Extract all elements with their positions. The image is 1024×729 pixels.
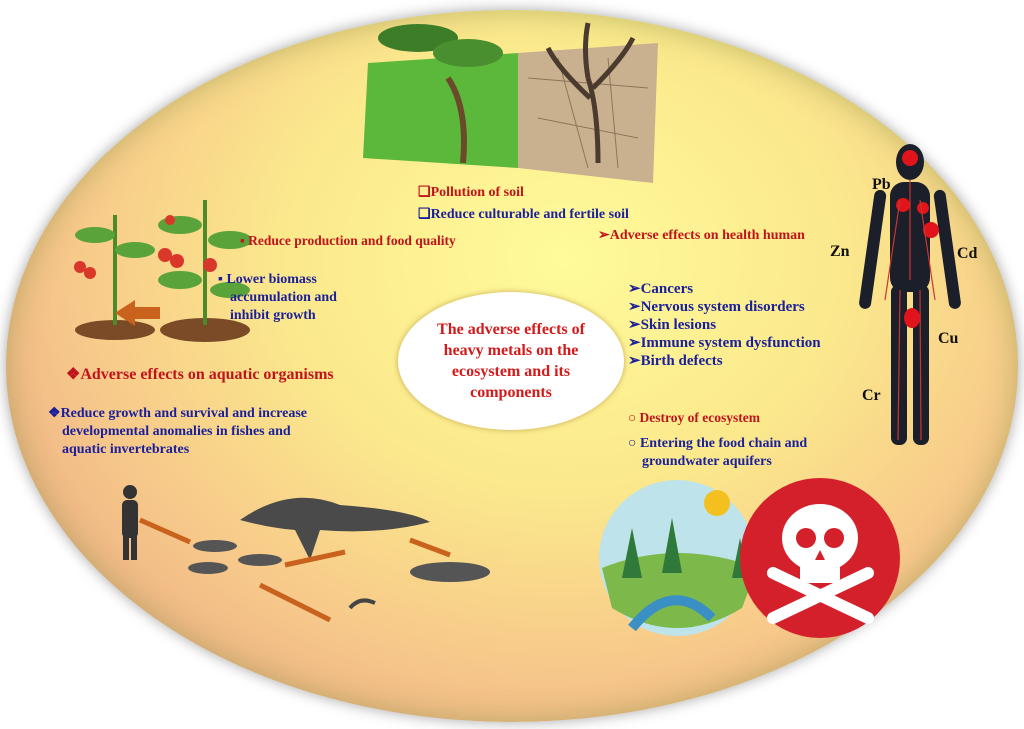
plant-production-item: ▪ Reduce production and food quality xyxy=(240,233,456,248)
skull-crossbones-icon xyxy=(740,478,900,638)
central-title: The adverse effects of heavy metals on t… xyxy=(398,292,624,430)
metal-label-zn: Zn xyxy=(830,243,850,260)
aquatic-heading: ❖Adverse effects on aquatic organisms xyxy=(66,366,334,383)
metal-label-pb: Pb xyxy=(872,176,891,193)
health-item: ➢Birth defects xyxy=(628,353,723,369)
health-item: ➢Cancers xyxy=(628,281,694,297)
metal-label-cu: Cu xyxy=(938,330,959,347)
human-body-image xyxy=(859,144,961,445)
ecosystem-destroy-item: ○ Destroy of ecosystem xyxy=(628,410,760,425)
health-item: ➢Immune system dysfunction xyxy=(628,335,821,351)
health-effects-list: ➢Cancers ➢Nervous system disorders ➢Skin… xyxy=(628,280,821,370)
food-chain-item: ○ Entering the food chain and groundwate… xyxy=(628,436,808,469)
aquatic-effects: ❖Reduce growth and survival and increase… xyxy=(48,406,308,457)
soil-pollution-item: ❑Pollution of soil xyxy=(418,185,524,200)
soil-comparison-image xyxy=(363,22,658,183)
health-item: ➢Nervous system disorders xyxy=(628,299,805,315)
soil-fertility-item: ❑Reduce culturable and fertile soil xyxy=(418,207,629,222)
metal-label-cr: Cr xyxy=(862,387,881,404)
health-heading: ➢Adverse effects on health human xyxy=(598,228,805,243)
metal-label-cd: Cd xyxy=(957,245,978,262)
food-chain-fish-image xyxy=(122,485,490,623)
tomato-plants-image xyxy=(74,200,250,342)
plant-biomass-item: ▪ Lower biomass accumulation and inhibit… xyxy=(218,272,337,323)
health-item: ➢Skin lesions xyxy=(628,317,717,333)
